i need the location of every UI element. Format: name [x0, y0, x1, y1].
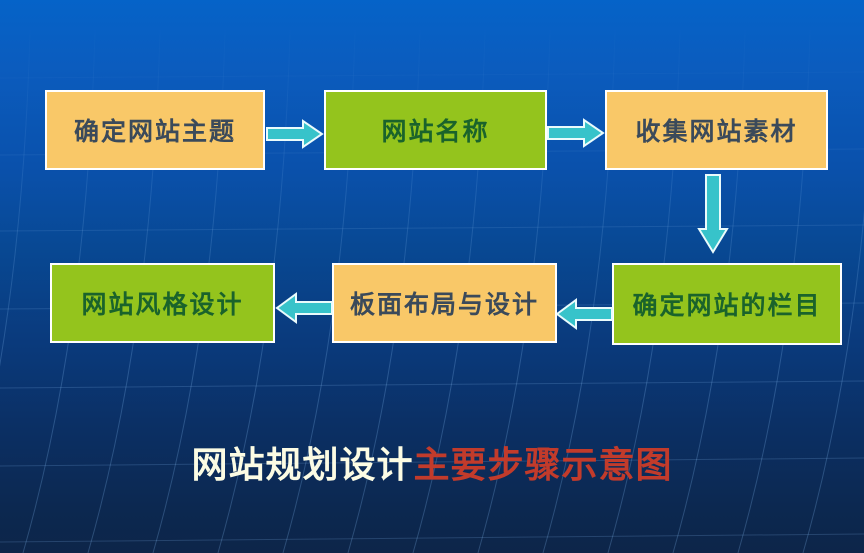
flow-step-label: 确定网站的栏目: [632, 292, 822, 320]
arrow-right-icon: [266, 119, 324, 149]
flow-step-label: 板面布局与设计: [349, 291, 539, 319]
flow-step-define-columns: 确定网站的栏目: [612, 263, 842, 345]
flow-step-label: 网站风格设计: [81, 291, 244, 319]
title-highlight-text: 主要步骤示意图: [413, 444, 673, 485]
arrow-down-icon: [697, 174, 729, 254]
title-main-text: 网站规划设计: [191, 444, 414, 485]
arrow-left-icon: [275, 292, 333, 324]
flow-step-style-design: 网站风格设计: [50, 263, 275, 343]
flow-step-layout-design: 板面布局与设计: [332, 263, 557, 343]
flow-step-define-theme: 确定网站主题: [45, 90, 265, 170]
flow-step-label: 收集网站素材: [635, 118, 798, 146]
flow-step-label: 确定网站主题: [73, 118, 236, 146]
arrow-left-icon: [555, 298, 613, 330]
flow-step-label: 网站名称: [381, 118, 490, 146]
slide-title: 网站规划设计主要步骤示意图: [0, 436, 864, 488]
flow-step-site-name: 网站名称: [324, 90, 547, 170]
flow-step-collect-materials: 收集网站素材: [605, 90, 828, 170]
arrow-right-icon: [547, 118, 605, 148]
